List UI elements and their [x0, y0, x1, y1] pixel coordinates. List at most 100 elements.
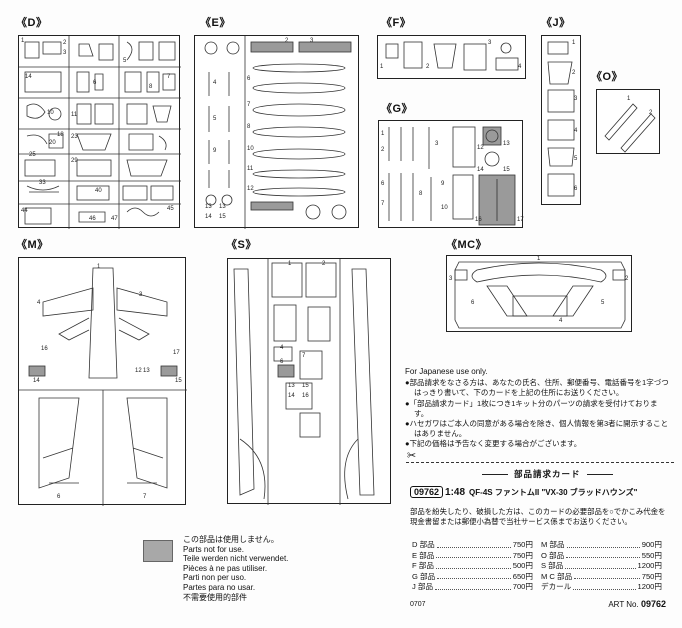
sprue-d-drawing: [19, 36, 181, 229]
part-number: 1: [627, 96, 631, 102]
part-number: 6: [381, 181, 385, 187]
sprue-label-mc: 《MC》: [446, 239, 488, 251]
part-number: 1: [572, 40, 576, 46]
order-label: J 部品: [412, 582, 434, 592]
order-label: F 部品: [412, 561, 434, 571]
sprue-s-drawing: [233, 259, 375, 505]
part-number: 4: [280, 345, 284, 351]
sprue-s-frame: 1 2 4 6 7 13 15 14 16: [227, 258, 391, 505]
part-number: 3: [139, 292, 143, 298]
sprue-m-drawing: [19, 267, 187, 506]
part-number: 15: [503, 167, 510, 173]
part-number: 9: [213, 148, 217, 154]
sprue-mc-frame: 1 2 3 4 5 6: [446, 255, 632, 332]
part-number: 1: [97, 264, 101, 270]
sprue-label-d: 《D》: [16, 17, 48, 29]
sprue-label-j: 《J》: [541, 17, 571, 29]
order-price: 750円: [641, 571, 662, 581]
part-number: 29: [71, 158, 78, 164]
part-number: 3: [310, 38, 314, 44]
sprue-label-f: 《F》: [381, 17, 412, 29]
part-number: 44: [21, 208, 28, 214]
part-number: 16: [41, 346, 48, 352]
part-number: 2: [649, 110, 653, 116]
part-number: 5: [574, 156, 578, 162]
part-number: 14: [205, 214, 212, 220]
kit-name: QF-4S ファントムII "VX-30 ブラッドハウンズ": [469, 488, 638, 497]
part-number: 12: [135, 368, 142, 374]
part-number: 7: [247, 102, 251, 108]
sprue-d-frame: 1 2 3 14 5 6 7 8 10 11 18 20 23 25 29 33…: [18, 35, 181, 229]
part-number: 8: [149, 84, 153, 90]
part-number: 6: [471, 300, 475, 306]
part-number: 16: [475, 217, 482, 223]
part-number: 4: [574, 128, 578, 134]
order-label: M C 部品: [541, 571, 573, 581]
part-number: 6: [574, 186, 578, 192]
part-number: 4: [559, 318, 563, 324]
sprue-label-o: 《O》: [591, 71, 624, 83]
part-number: 7: [381, 201, 385, 207]
part-number: 18: [57, 132, 64, 138]
sprue-e-drawing: [204, 36, 352, 229]
part-number: 3: [449, 276, 453, 282]
sprue-mc-drawing: [454, 261, 626, 329]
part-number: 11: [71, 112, 78, 118]
note-heading: For Japanese use only.: [405, 367, 488, 376]
part-number: 2: [63, 40, 67, 46]
sprue-m-frame: 1 3 4 16 17 12 13 14 15 6 7: [18, 257, 187, 506]
part-number: 11: [247, 166, 254, 172]
part-number: 14: [288, 393, 295, 399]
legend-line-fr: Pièces à ne pas utiliser.: [183, 563, 268, 573]
part-number: 5: [213, 116, 217, 122]
part-number: 13: [143, 368, 150, 374]
unused-part-legend: この部品は使用しません。 Parts not for use. Teile we…: [183, 535, 288, 602]
part-number: 14: [477, 167, 484, 173]
japanese-order-note: For Japanese use only. ●部品請求をなさる方は、あなたの氏…: [405, 367, 671, 450]
part-number: 6: [280, 359, 284, 365]
art-label: ART No.: [608, 600, 639, 609]
part-number: 1: [288, 261, 292, 267]
part-number: 8: [419, 191, 423, 197]
card-title: 部品請求カード: [476, 468, 619, 480]
part-number: 25: [29, 152, 36, 158]
part-number: 4: [518, 64, 522, 70]
part-number: 2: [322, 261, 326, 267]
order-price: 550円: [641, 550, 662, 560]
sprue-label-g: 《G》: [381, 103, 414, 115]
part-number: 1: [21, 38, 25, 44]
part-number: 45: [167, 206, 174, 212]
part-number: 20: [49, 140, 56, 146]
part-number: 7: [143, 494, 147, 500]
sprue-f-drawing: [385, 41, 519, 71]
part-number: 17: [173, 350, 180, 356]
note-paragraph: ●「部品請求カード」1枚につき1キット分のパーツの請求を受付けております。: [405, 398, 658, 418]
part-number: 2: [285, 38, 289, 44]
legend-line-ja: この部品は使用しません。: [183, 535, 279, 544]
legend-line-de: Teile werden nicht verwendet.: [183, 554, 289, 564]
part-number: 1: [381, 131, 385, 137]
note-paragraph: ●部品請求をなさる方は、あなたの氏名、住所、郵便番号、電話番号を1字づつはっきり…: [405, 378, 669, 398]
part-number: 23: [71, 134, 78, 140]
part-number: 47: [111, 216, 118, 222]
part-number: 15: [175, 378, 182, 384]
order-label: デカール: [541, 582, 572, 592]
order-price: 750円: [512, 540, 533, 549]
order-label: D 部品: [412, 540, 435, 549]
sprue-g-drawing: [388, 126, 516, 226]
kit-scale: 1:48: [445, 487, 466, 498]
art-value: 09762: [640, 599, 666, 609]
part-number: 6: [247, 76, 251, 82]
part-number: 2: [381, 147, 385, 153]
order-label: M 部品: [541, 540, 565, 549]
unused-part-swatch: [143, 540, 173, 562]
part-number: 15: [302, 383, 309, 389]
part-number: 3: [574, 96, 578, 102]
